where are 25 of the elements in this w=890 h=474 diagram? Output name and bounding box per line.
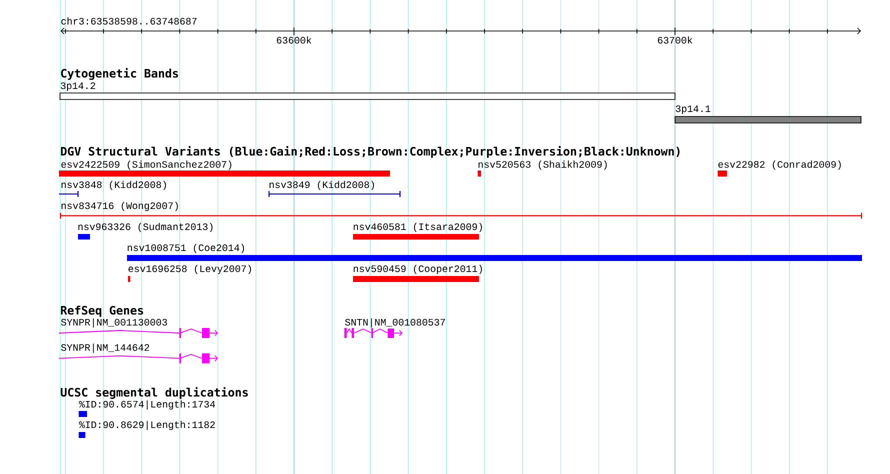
tick-label: 63600k <box>276 36 312 44</box>
variant-label: nsv520563 (Shaikh2009) <box>478 160 607 170</box>
variant-label: nsv3848 (Kidd2008) <box>62 180 166 190</box>
variant-label: nsv834716 (Wong2007) <box>62 202 178 212</box>
gene-label: SNTN|NM_001080537 <box>345 318 445 328</box>
variant-label: nsv3849 (Kidd2008) <box>270 180 374 190</box>
track-heading: DGV Structural Variants (Blue:Gain;Red:Loss;Brown:Complex;Purple:Inversion;Black:Unknown) <box>61 146 680 158</box>
variant-label: esv22982 (Conrad2009) <box>718 160 841 170</box>
duplication-label: %ID:90.6574|Length:1734 <box>78 400 216 410</box>
gene-label: SYNPR|NM_144642 <box>61 344 150 353</box>
variant-label: nsv1008751 (Coe2014) <box>128 244 244 254</box>
gene-label: SYNPR|NM_001130003 <box>61 318 167 328</box>
track-heading: UCSC segmental duplications <box>60 387 248 399</box>
track-heading: Cytogenetic Bands <box>61 68 178 80</box>
variant-label: nsv963326 (Sudmant2013) <box>78 222 212 232</box>
variant-label: nsv460581 (Itsara2009) <box>354 222 482 232</box>
variant-label: esv2422509 (SimonSanchez2007) <box>61 160 232 170</box>
track-heading: RefSeq Genes <box>60 306 144 317</box>
variant-label: esv1696258 (Levy2007) <box>128 264 251 274</box>
tick-label: 63700k <box>658 36 692 44</box>
variant-label: nsv590459 (Cooper2011) <box>354 264 482 274</box>
band-label: 3p14.2 <box>60 82 96 92</box>
coordinate-label: chr3:63538598..63748687 <box>61 17 197 25</box>
band-label: 3p14.1 <box>676 105 710 114</box>
duplication-label: %ID:90.8629|Length:1182 <box>78 420 215 430</box>
